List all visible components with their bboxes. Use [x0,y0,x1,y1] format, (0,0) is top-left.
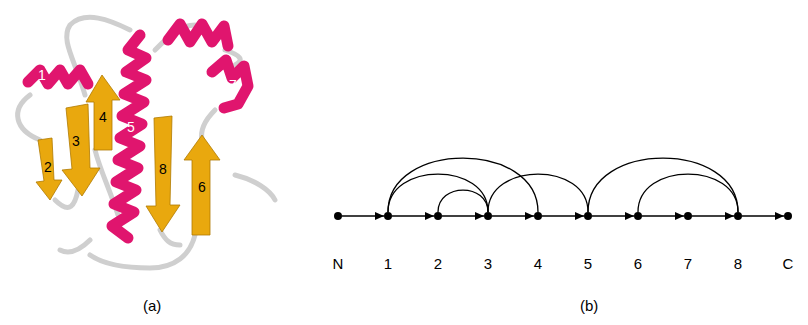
element-label: 8 [734,256,742,271]
callout-number: 4 [99,110,107,124]
chain-arrow [442,215,484,216]
topology-dot: 5 [584,212,592,220]
topology-dot: C [784,212,792,220]
chain-arrow [692,215,734,216]
contact-arc [488,174,588,212]
contact-arc [638,174,738,212]
contact-arc [588,158,738,212]
chain-arrow [392,215,434,216]
callout-number: 1 [38,68,46,82]
chain-arrow [642,215,684,216]
protein-ribbon [0,0,300,290]
element-label: N [333,256,344,271]
chain-arrow [342,215,384,216]
topology-dot: 8 [734,212,742,220]
element-label: C [783,256,794,271]
topology-dot: N [334,212,342,220]
chain-arrow [492,215,534,216]
element-label: 6 [634,256,642,271]
callout-number: 5 [127,120,135,134]
topology-dot: 4 [534,212,542,220]
panel-label: (a) [143,298,161,313]
callout-number: 6 [198,180,206,194]
element-label: 1 [384,256,392,271]
element-label: 5 [584,256,592,271]
element-label: 2 [434,256,442,271]
topology-dot: 6 [634,212,642,220]
topology-dot: 3 [484,212,492,220]
chain-arrow [542,215,584,216]
callout-number: 3 [72,134,80,148]
callout-number: 8 [159,162,167,176]
callout-number: 7 [229,78,237,92]
topology-dot: 2 [434,212,442,220]
contact-arc [388,158,538,212]
topology-dot: 7 [684,212,692,220]
panel-label: (b) [580,298,598,313]
chain-arrow [592,215,634,216]
element-label: 3 [484,256,492,271]
chain-arrow [742,215,784,216]
contact-arc [388,174,488,212]
topology-dot: 1 [384,212,392,220]
element-label: 4 [534,256,542,271]
contact-arc [438,190,488,212]
callout-number: 2 [44,160,52,174]
element-label: 7 [684,256,692,271]
